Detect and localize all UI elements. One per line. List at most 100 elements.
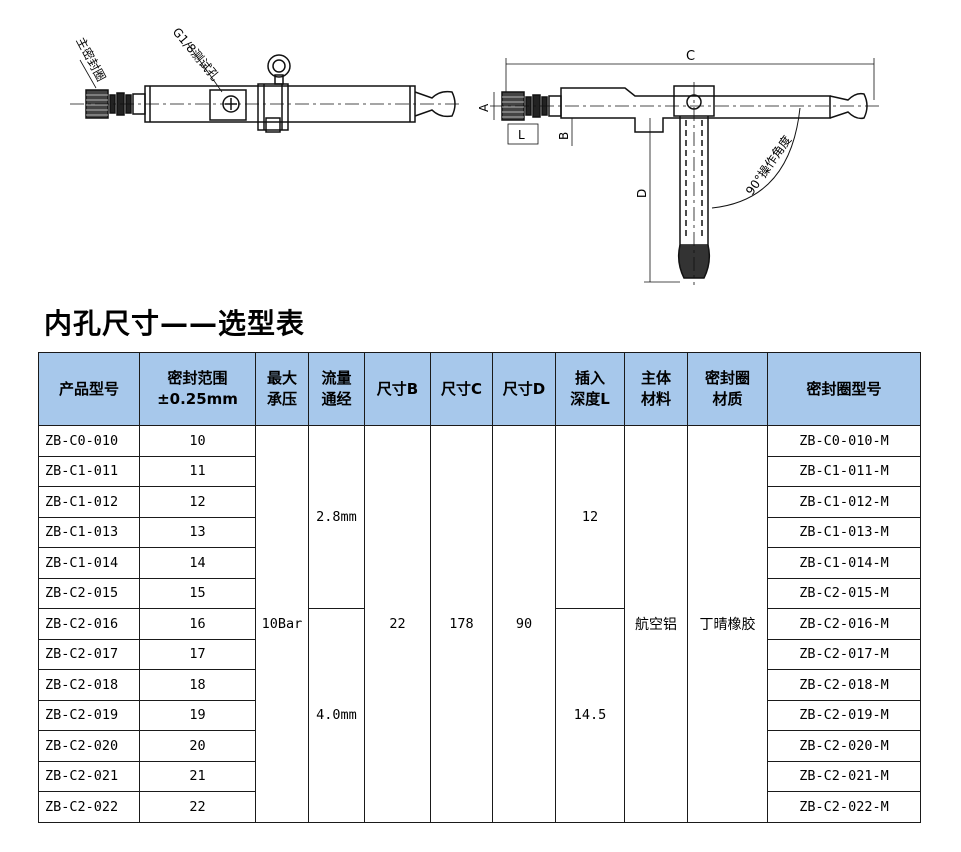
table-header-cell: 尺寸B [364, 352, 431, 426]
model-cell: ZB-C2-017 [38, 638, 140, 670]
seal-model-cell: ZB-C2-019-M [767, 699, 921, 731]
dim-a-label: A [477, 103, 491, 112]
header-text: 材料 [640, 390, 671, 408]
seal-range-cell: 16 [139, 608, 256, 640]
insert-depth-cell: 12 [555, 425, 625, 609]
seal-range-cell: 19 [139, 699, 256, 731]
model-cell: ZB-C1-011 [38, 455, 140, 487]
seal-model-cell: ZB-C1-014-M [767, 547, 921, 579]
model-cell: ZB-C2-015 [38, 577, 140, 609]
seal-range-cell: 10 [139, 425, 256, 457]
seal-model-cell: ZB-C0-010-M [767, 425, 921, 457]
table-header-cell: 产品型号 [38, 352, 140, 426]
seal-range-cell: 22 [139, 791, 256, 823]
size-b-cell: 22 [364, 425, 431, 823]
seal-model-cell: ZB-C1-012-M [767, 486, 921, 518]
model-cell: ZB-C2-021 [38, 760, 140, 792]
seal-range-cell: 17 [139, 638, 256, 670]
seal-range-cell: 13 [139, 516, 256, 548]
table-header-cell: 主体材料 [624, 352, 688, 426]
header-text: 承压 [266, 390, 297, 408]
page-title: 内孔尺寸——选型表 [44, 307, 306, 340]
body-material-cell: 航空铝 [624, 425, 688, 823]
seal-model-cell: ZB-C2-015-M [767, 577, 921, 609]
model-cell: ZB-C1-012 [38, 486, 140, 518]
seal-range-cell: 20 [139, 730, 256, 762]
table-header-cell: 密封范围 ±0.25mm [139, 352, 256, 426]
table-header-cell: 密封圈型号 [767, 352, 921, 426]
seal-label: 主密封圈 [73, 34, 109, 83]
header-text: 插入 [574, 369, 605, 387]
header-text: 密封范围 [167, 369, 228, 387]
seal-model-cell: ZB-C2-021-M [767, 760, 921, 792]
dim-c-label: C [686, 49, 695, 64]
flow-diameter-cell: 2.8mm [308, 425, 365, 609]
dim-b-label: B [557, 132, 571, 140]
header-text: 主体 [640, 369, 671, 387]
seal-range-cell: 12 [139, 486, 256, 518]
table-header-cell: 流量通经 [308, 352, 365, 426]
table-header-cell: 尺寸C [430, 352, 493, 426]
right-top-view [490, 58, 880, 285]
table-header-cell: 插入深度L [555, 352, 625, 426]
size-c-cell: 178 [430, 425, 493, 823]
seal-model-cell: ZB-C2-020-M [767, 730, 921, 762]
header-text: 尺寸D [502, 379, 546, 398]
max-pressure-cell: 10Bar [255, 425, 309, 823]
model-cell: ZB-C0-010 [38, 425, 140, 457]
seal-material-cell: 丁晴橡胶 [687, 425, 768, 823]
header-text: 产品型号 [58, 379, 119, 398]
header-text: 尺寸C [440, 379, 482, 398]
model-cell: ZB-C2-020 [38, 730, 140, 762]
left-side-view [70, 43, 462, 133]
header-text: 材质 [712, 390, 743, 408]
seal-model-cell: ZB-C2-017-M [767, 638, 921, 670]
test-hole-label: G1/8测试孔 [170, 24, 223, 83]
header-text: 尺寸B [376, 379, 419, 398]
header-text: 深度L [570, 390, 610, 408]
seal-range-cell: 15 [139, 577, 256, 609]
seal-model-cell: ZB-C1-013-M [767, 516, 921, 548]
model-cell: ZB-C2-016 [38, 608, 140, 640]
seal-range-cell: 21 [139, 760, 256, 792]
seal-range-cell: 14 [139, 547, 256, 579]
seal-model-cell: ZB-C2-022-M [767, 791, 921, 823]
header-text: 最大 [266, 369, 297, 387]
header-text: 通经 [321, 390, 352, 408]
seal-model-cell: ZB-C2-016-M [767, 608, 921, 640]
header-text: 密封圈型号 [806, 379, 882, 398]
table-header-cell: 最大承压 [255, 352, 309, 426]
angle-label: 90°操作角度 [742, 132, 794, 197]
table-header-cell: 尺寸D [492, 352, 556, 426]
table-header-cell: 密封圈材质 [687, 352, 768, 426]
seal-range-cell: 11 [139, 455, 256, 487]
model-cell: ZB-C1-013 [38, 516, 140, 548]
header-text: 流量 [321, 369, 352, 387]
header-text: 密封圈 [704, 369, 750, 387]
insert-depth-cell: 14.5 [555, 608, 625, 823]
flow-diameter-cell: 4.0mm [308, 608, 365, 823]
seal-model-cell: ZB-C1-011-M [767, 455, 921, 487]
seal-range-cell: 18 [139, 669, 256, 701]
model-cell: ZB-C2-022 [38, 791, 140, 823]
header-text: ±0.25mm [157, 390, 238, 408]
model-cell: ZB-C2-018 [38, 669, 140, 701]
dim-l-label: L [518, 128, 525, 142]
technical-drawing: 主密封圈 G1/8测试孔 C A L B D 90°操作角度 [70, 24, 880, 285]
model-cell: ZB-C2-019 [38, 699, 140, 731]
seal-model-cell: ZB-C2-018-M [767, 669, 921, 701]
dim-d-label: D [635, 189, 649, 198]
